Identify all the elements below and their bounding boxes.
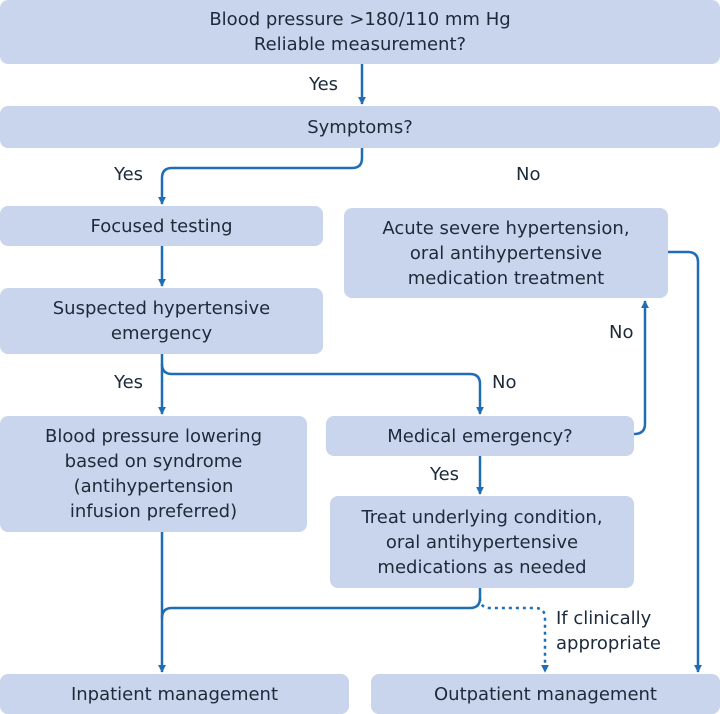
arrow-acute-to-outpatient	[668, 250, 702, 673]
label-yes-medical: Yes	[430, 464, 460, 485]
outpatient-management-box: Outpatient management	[371, 674, 720, 714]
arrow-suspected-to-medical	[160, 363, 484, 415]
label-no-symptoms: No	[516, 164, 541, 185]
label-yes-symptoms: Yes	[114, 164, 144, 185]
medical-emergency-box: Medical emergency?	[326, 416, 634, 456]
bp-lowering-box: Blood pressure lowering based on syndrom…	[0, 416, 307, 532]
bp-check-box: Blood pressure >180/110 mm Hg Reliable m…	[0, 0, 720, 64]
suspected-emergency-box: Suspected hypertensive emergency	[0, 288, 323, 354]
line-treat-to-inpatient	[160, 588, 482, 619]
treat-underlying-box: Treat underlying condition, oral antihyp…	[330, 496, 634, 588]
acute-severe-box: Acute severe hypertension, oral antihype…	[344, 208, 668, 298]
symptoms-box: Symptoms?	[0, 106, 720, 148]
label-no-acute: No	[609, 322, 634, 343]
label-if-clinically-appropriate: If clinically appropriate	[556, 608, 661, 654]
dotted-arrow-treat-to-outpatient	[478, 597, 549, 673]
inpatient-management-box: Inpatient management	[0, 674, 349, 714]
label-yes-reliable: Yes	[309, 74, 339, 95]
label-yes-suspected: Yes	[114, 372, 144, 393]
arrow-symptoms-to-focused	[158, 148, 364, 205]
focused-testing-box: Focused testing	[0, 206, 323, 246]
arrow-medical-to-acute	[633, 300, 649, 436]
label-no-suspected: No	[492, 372, 517, 393]
